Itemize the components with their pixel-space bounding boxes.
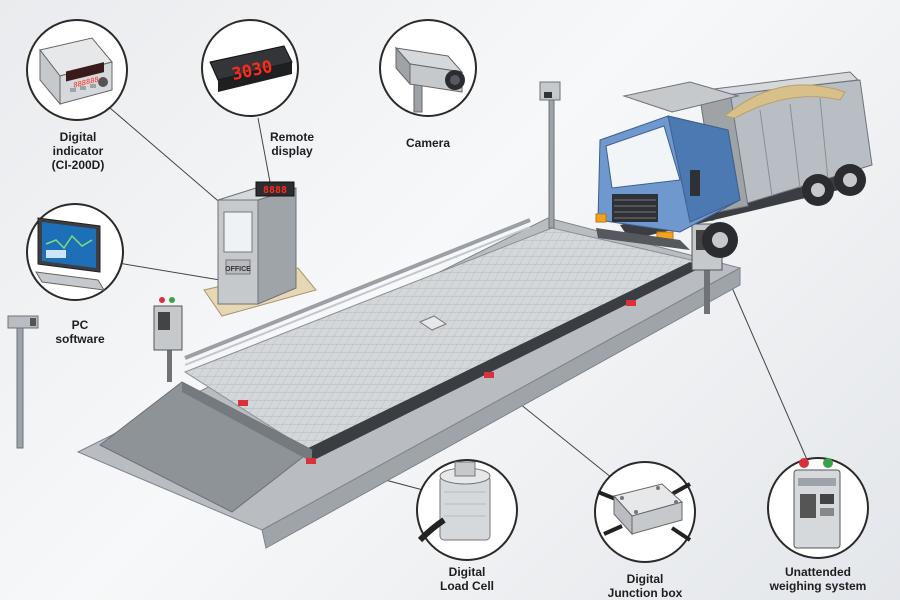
load-cell-pad xyxy=(484,372,494,378)
truck-icon xyxy=(595,71,873,258)
entry-terminal-icon xyxy=(153,297,183,382)
office-booth-icon: OFFICE 8888 xyxy=(203,181,317,317)
camera-icon xyxy=(394,46,465,113)
load-cell-pad xyxy=(306,458,316,464)
junction-box-callout xyxy=(594,461,696,563)
digital-indicator-callout: 888888 xyxy=(26,19,128,121)
digital-indicator-icon: 888888 xyxy=(39,37,113,106)
camera-post-icon xyxy=(539,81,561,229)
label-unattended: Unattended weighing system xyxy=(769,565,867,593)
leader-indicator xyxy=(109,107,239,219)
load-cell-pad xyxy=(626,300,636,306)
label-remote-display: Remote display xyxy=(269,130,314,158)
label-camera: Camera xyxy=(405,136,451,150)
pc-software-callout xyxy=(26,203,124,301)
load-cell-pads xyxy=(238,300,636,464)
office-sign: OFFICE xyxy=(225,266,251,273)
load-cell-callout xyxy=(416,459,518,561)
junction-box-icon xyxy=(597,482,692,542)
unattended-callout xyxy=(767,457,869,559)
scale-platform xyxy=(76,217,742,549)
svg-text:8888: 8888 xyxy=(263,185,287,196)
pc-monitor-icon xyxy=(35,217,105,291)
leader-remote-display xyxy=(257,117,271,183)
leader-pc xyxy=(111,261,239,284)
left-post-camera-icon xyxy=(7,315,39,449)
label-digital-indicator: Digital indicator (CI-200D) xyxy=(51,130,105,172)
load-cell-pad xyxy=(238,400,248,406)
label-junction-box: Digital Junction box xyxy=(607,572,683,600)
weighing-terminal-icon xyxy=(793,458,841,549)
label-load-cell: Digital Load Cell xyxy=(439,565,494,593)
camera-callout xyxy=(379,19,477,117)
leader-unattended xyxy=(719,259,809,463)
load-cell-icon xyxy=(417,461,491,543)
label-pc-software: PC software xyxy=(55,318,105,346)
remote-display-callout: 3030 xyxy=(201,19,299,117)
